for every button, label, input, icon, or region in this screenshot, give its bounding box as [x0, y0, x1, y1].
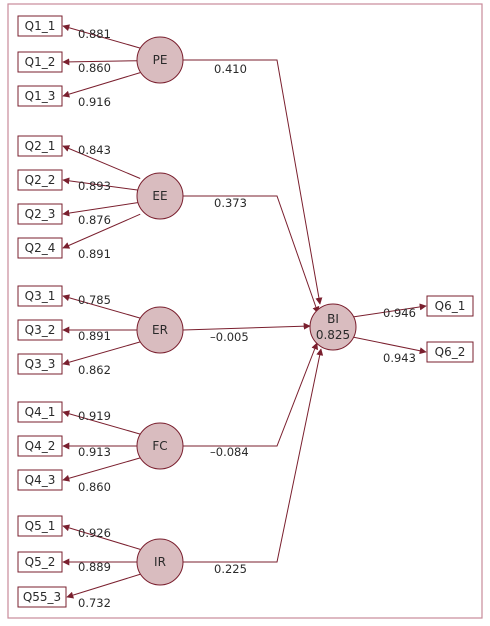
indicator-label: Q6_1 — [435, 299, 466, 313]
loading-value: 0.916 — [78, 95, 111, 109]
indicator-box-q2_2 — [17, 169, 63, 191]
loading-value: 0.862 — [78, 363, 111, 377]
loading-arrow-q2_3 — [62, 201, 141, 217]
loading-arrow-q1_3 — [62, 72, 141, 98]
loading-value: 0.860 — [78, 480, 111, 494]
path-arrow-pe-to-bi — [183, 59, 323, 305]
loading-arrow-q1_2 — [62, 58, 141, 66]
indicator-label: Q4_1 — [25, 405, 56, 419]
indicator-label: Q2_2 — [25, 173, 56, 187]
construct-label: IR — [154, 555, 166, 569]
loading-value: 0.946 — [383, 306, 416, 320]
r-squared-value: 0.825 — [316, 328, 350, 342]
indicator-box-q1_2 — [17, 51, 63, 73]
indicator-label: Q2_3 — [25, 207, 56, 221]
indicator-box-q2_4 — [17, 237, 63, 259]
path-coefficient: 0.410 — [214, 62, 247, 76]
diagram-frame — [7, 3, 483, 619]
loading-arrow-q55_3 — [66, 573, 141, 599]
path-arrow-er-to-bi — [182, 322, 311, 331]
loading-value: 0.732 — [78, 596, 111, 610]
indicator-box-q6_2 — [426, 341, 474, 363]
indicator-label: Q1_1 — [25, 19, 56, 33]
path-coefficient: 0.373 — [214, 196, 247, 210]
loading-value: 0.860 — [78, 61, 111, 75]
indicator-box-q55_3 — [17, 586, 67, 608]
loading-arrow-q4_3 — [62, 457, 141, 482]
indicator-box-q1_3 — [17, 85, 63, 107]
indicator-label: Q6_2 — [435, 345, 466, 359]
construct-node-er — [136, 306, 184, 354]
loading-value: 0.891 — [78, 329, 111, 343]
indicator-box-q2_3 — [17, 203, 63, 225]
path-coefficient: –0.005 — [210, 330, 249, 344]
loading-arrow-q2_4 — [62, 213, 141, 249]
indicator-box-q5_1 — [17, 515, 63, 537]
construct-node-bi — [309, 303, 357, 351]
construct-label: FC — [152, 439, 167, 453]
indicator-label: Q5_1 — [25, 519, 56, 533]
loading-value: 0.881 — [78, 27, 111, 41]
construct-node-pe — [136, 36, 184, 84]
indicator-box-q1_1 — [17, 15, 63, 37]
loading-value: 0.893 — [78, 179, 111, 193]
loading-value: 0.926 — [78, 526, 111, 540]
indicator-label: Q55_3 — [23, 590, 61, 604]
loading-value: 0.943 — [383, 351, 416, 365]
loading-value: 0.913 — [78, 445, 111, 459]
indicator-box-q3_1 — [17, 285, 63, 307]
loading-arrow-q6_2 — [352, 336, 427, 355]
edges-layer — [62, 24, 427, 599]
indicator-label: Q5_2 — [25, 555, 56, 569]
loading-value: 0.876 — [78, 213, 111, 227]
construct-label: PE — [153, 53, 168, 67]
loading-arrow-q2_2 — [62, 177, 141, 191]
indicator-box-q4_1 — [17, 401, 63, 423]
indicator-box-q2_1 — [17, 135, 63, 157]
indicator-label: Q3_2 — [25, 323, 56, 337]
loading-value: 0.889 — [78, 560, 111, 574]
indicator-label: Q3_3 — [25, 357, 56, 371]
loading-arrow-q2_1 — [62, 145, 141, 179]
indicator-box-q4_3 — [17, 469, 63, 491]
loading-value: 0.919 — [78, 409, 111, 423]
path-arrow-ee-to-bi — [183, 195, 320, 314]
indicator-label: Q4_3 — [25, 473, 56, 487]
construct-label: ER — [152, 323, 168, 337]
indicator-label: Q2_4 — [25, 241, 56, 255]
indicator-label: Q1_2 — [25, 55, 56, 69]
construct-node-ee — [136, 172, 184, 220]
loading-value: 0.785 — [78, 293, 111, 307]
loading-value: 0.843 — [78, 143, 111, 157]
indicator-box-q4_2 — [17, 435, 63, 457]
indicator-label: Q1_3 — [25, 89, 56, 103]
loading-arrow-q1_1 — [62, 24, 141, 49]
path-coefficient: 0.225 — [214, 562, 247, 576]
indicator-label: Q2_1 — [25, 139, 56, 153]
construct-node-fc — [136, 422, 184, 470]
loading-arrow-q3_1 — [62, 294, 141, 319]
indicator-box-q6_1 — [426, 295, 474, 317]
path-arrow-fc-to-bi — [183, 342, 318, 447]
loading-value: 0.891 — [78, 247, 111, 261]
loading-arrow-q3_3 — [62, 341, 141, 366]
loading-arrow-q4_1 — [62, 410, 141, 435]
loading-arrow-q5_1 — [62, 524, 141, 550]
construct-node-ir — [136, 538, 184, 586]
path-arrow-ir-to-bi — [183, 348, 324, 563]
path-coefficient: –0.084 — [210, 445, 249, 459]
indicator-label: Q4_2 — [25, 439, 56, 453]
indicator-label: Q3_1 — [25, 289, 56, 303]
indicator-box-q5_2 — [17, 551, 63, 573]
indicator-box-q3_2 — [17, 319, 63, 341]
indicator-box-q3_3 — [17, 353, 63, 375]
outcome-label: BI — [327, 312, 339, 326]
loading-arrow-q6_1 — [352, 303, 427, 318]
construct-label: EE — [152, 189, 167, 203]
